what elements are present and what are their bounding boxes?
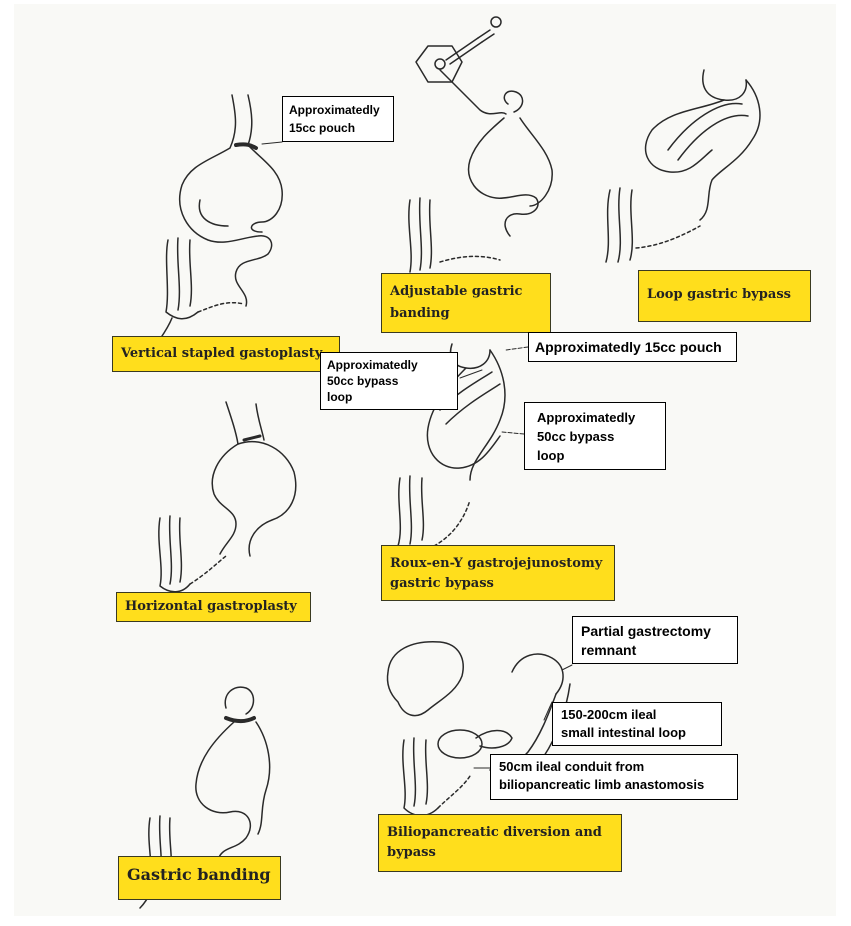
label-gastric-banding: Gastric banding xyxy=(118,856,281,900)
label-biliopancreatic-diversion: Biliopancreatic diversion and bypass xyxy=(378,814,622,872)
label-roux-en-y: Roux-en-Y gastrojejunostomy gastric bypa… xyxy=(381,545,615,601)
callout-bypass-loop-right: Approximatedly 50cc bypass loop xyxy=(524,402,666,470)
horizontal-gastroplasty-drawing xyxy=(159,402,296,592)
label-adjustable-gastric-banding: Adjustable gastric banding xyxy=(381,273,551,333)
vertical-stapled-gastroplasty-drawing xyxy=(158,95,282,342)
callout-ileal-conduit: 50cm ileal conduit from biliopancreatic … xyxy=(490,754,738,800)
callout-pouch-vsg: Approximatedly 15cc pouch xyxy=(282,96,394,142)
callout-gastrectomy-remnant: Partial gastrectomy remnant xyxy=(572,616,738,664)
label-horizontal-gastroplasty: Horizontal gastroplasty xyxy=(116,592,311,622)
callout-pouch-rygb: Approximatedly 15cc pouch xyxy=(528,332,737,362)
loop-gastric-bypass-drawing xyxy=(606,70,760,262)
adjustable-gastric-banding-drawing xyxy=(409,17,552,272)
label-loop-gastric-bypass: Loop gastric bypass xyxy=(638,270,811,322)
callout-bypass-loop-left: Approximatedly 50cc bypass loop xyxy=(320,352,458,410)
callout-ileal-loop: 150-200cm ileal small intestinal loop xyxy=(552,702,722,746)
label-vertical-stapled-gastoplasty: Vertical stapled gastoplasty xyxy=(112,336,340,372)
